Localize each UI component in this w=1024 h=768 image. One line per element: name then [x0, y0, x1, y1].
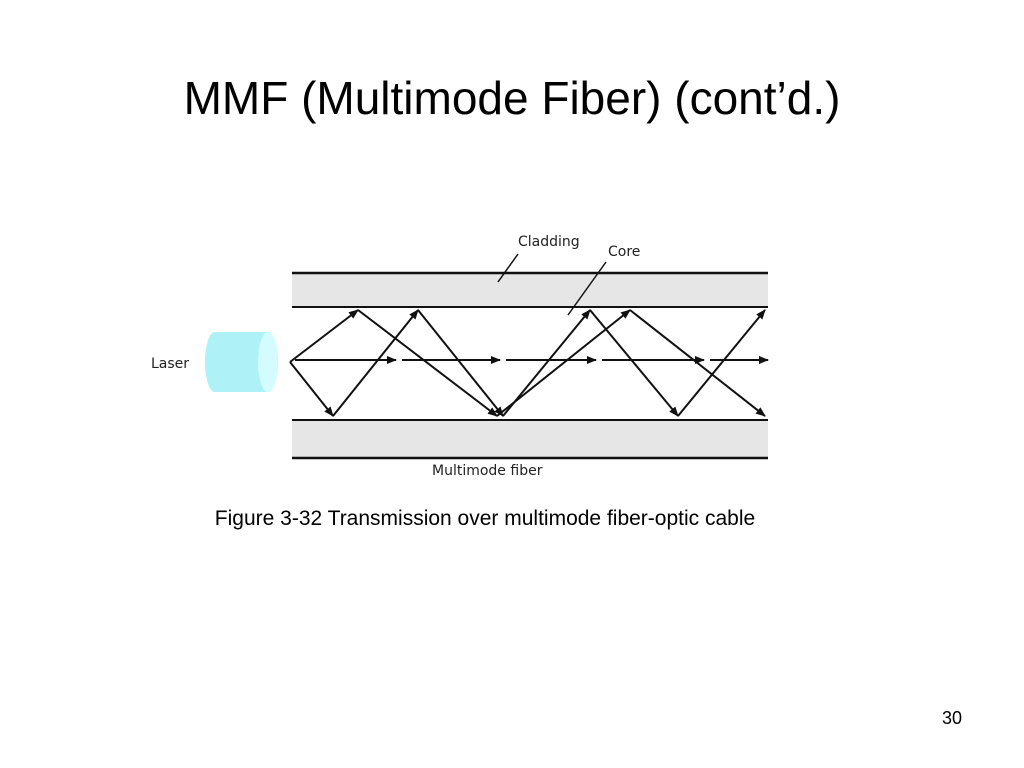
mode-ray-shallow	[289, 309, 766, 417]
mode-ray-steep	[289, 309, 766, 417]
cladding-leader-line	[497, 253, 519, 283]
slide-title: MMF (Multimode Fiber) (cont’d.)	[183, 72, 841, 124]
laser-label: Laser	[151, 356, 189, 372]
cladding-bottom	[292, 420, 768, 458]
page-number: 30	[941, 708, 962, 728]
figure-caption: Figure 3-32 Transmission over multimode …	[214, 507, 756, 530]
core-label: Core	[608, 244, 640, 260]
cladding-label: Cladding	[518, 234, 580, 250]
laser-face	[258, 332, 278, 392]
fiber-diagram: Cladding Core Laser Multimode fiber	[151, 234, 769, 479]
core-leader-line	[567, 261, 607, 316]
laser-source	[205, 332, 278, 392]
multimode-fiber-label: Multimode fiber	[432, 463, 543, 479]
cladding-top	[292, 273, 768, 307]
